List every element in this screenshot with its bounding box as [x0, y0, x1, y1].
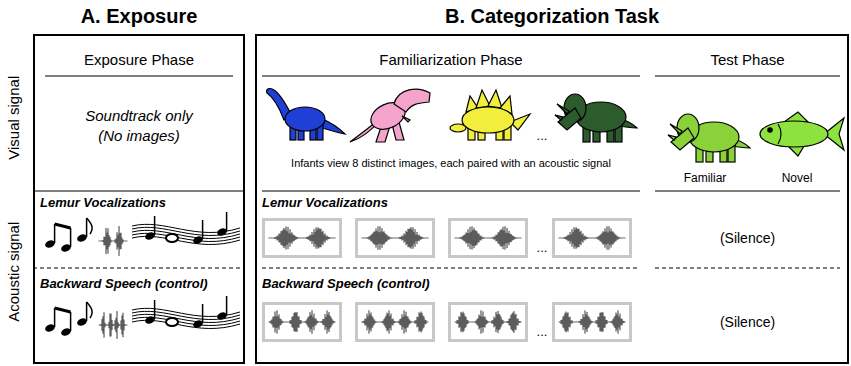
panel-heading: A. Exposure	[35, 3, 243, 29]
panel-heading: B. Categorization Task	[257, 3, 847, 29]
rule-lines	[655, 190, 840, 191]
dashed-rule	[655, 268, 840, 269]
stegosaurus-image	[450, 90, 530, 140]
dashed-rule	[33, 268, 840, 269]
music-notes	[144, 300, 156, 325]
triceratops-image	[555, 94, 637, 142]
music-notes	[166, 318, 178, 326]
waveform-frame	[554, 220, 631, 257]
phase-heading: Familiarization Phase	[262, 50, 640, 70]
trex-image	[350, 89, 430, 142]
music-notes	[44, 212, 240, 253]
caption-note: Infants view 8 distinct images, each pai…	[262, 156, 640, 170]
condition-label: Lemur Vocalizations	[262, 195, 462, 212]
waveform-trace	[362, 310, 428, 333]
waveform-frame	[357, 220, 434, 257]
silence-label: (Silence)	[655, 313, 840, 331]
waveform-trace	[559, 226, 625, 249]
waveform	[357, 304, 434, 341]
phase-heading: Test Phase	[655, 50, 840, 70]
sauropod-image	[267, 89, 345, 140]
waveform-trace	[269, 226, 335, 249]
waveform	[554, 304, 631, 341]
music-notes	[60, 228, 72, 253]
music-notes	[44, 296, 240, 337]
waveform-trace	[99, 226, 127, 256]
music-notes	[216, 212, 228, 237]
music-notes	[192, 220, 204, 245]
note-text: Soundtrack only (No images)	[79, 106, 199, 145]
rule-lines	[33, 190, 245, 191]
rule-lines	[262, 75, 640, 76]
waveform-frame	[554, 304, 631, 341]
waveform	[264, 304, 341, 341]
fish-image	[768, 128, 772, 132]
waveform-trace	[559, 310, 625, 333]
waveform-trace	[362, 226, 428, 249]
music-notes	[87, 218, 93, 234]
music-notes	[55, 224, 71, 228]
waveform-trace	[269, 310, 335, 334]
rule-lines	[262, 190, 640, 191]
waveform-frame	[357, 304, 434, 341]
fish-image	[760, 121, 828, 147]
dashed-rule	[33, 268, 245, 269]
waveform-frame	[264, 304, 341, 341]
trex-image	[402, 116, 410, 122]
phase-heading: Exposure Phase	[33, 50, 245, 70]
waveform	[264, 220, 341, 257]
triceratops-image	[668, 114, 750, 162]
silence-label: (Silence)	[655, 229, 840, 247]
waveform	[450, 220, 527, 257]
waveform	[99, 226, 127, 256]
rule-lines	[45, 75, 233, 76]
music-notes	[76, 218, 88, 243]
stegosaurus-image	[450, 124, 466, 132]
waveform	[357, 220, 434, 257]
music-notes	[55, 308, 71, 312]
waveform	[450, 304, 527, 341]
waveform-frame	[264, 220, 341, 257]
music-notes	[44, 308, 56, 333]
waveform	[554, 220, 631, 257]
stegosaurus-image	[462, 107, 514, 133]
stimulus-label: Novel	[752, 171, 842, 187]
sauropod-image	[285, 107, 325, 131]
music-notes	[76, 302, 88, 327]
axis-label: Visual signal	[4, 53, 24, 183]
music-notes	[166, 234, 178, 242]
waveform-trace	[455, 310, 521, 333]
music-notes	[216, 296, 228, 321]
axis-label: Acoustic signal	[4, 202, 24, 342]
condition-label: Backward Speech (control)	[262, 276, 462, 293]
fish-image	[778, 124, 781, 144]
music-notes	[144, 216, 156, 241]
ellipsis: ...	[530, 324, 554, 341]
trex-image	[394, 89, 430, 112]
stegosaurus-image	[488, 90, 502, 108]
waveform-frame	[450, 304, 527, 341]
condition-label: Lemur Vocalizations	[40, 195, 240, 212]
music-notes	[60, 312, 72, 337]
fish-image	[760, 112, 844, 156]
waveform-trace	[99, 311, 127, 339]
rule-lines	[655, 75, 840, 76]
waveform-trace	[455, 226, 521, 249]
music-notes	[192, 304, 204, 329]
music-notes	[44, 224, 56, 249]
ellipsis: ...	[530, 128, 554, 145]
waveform-frame	[450, 220, 527, 257]
ellipsis: ...	[530, 240, 554, 257]
waveform	[99, 311, 127, 339]
music-notes	[87, 302, 93, 318]
dashed-rule	[262, 268, 640, 269]
rule-lines	[33, 76, 840, 191]
stimulus-label: Familiar	[660, 171, 750, 187]
condition-label: Backward Speech (control)	[40, 276, 240, 293]
